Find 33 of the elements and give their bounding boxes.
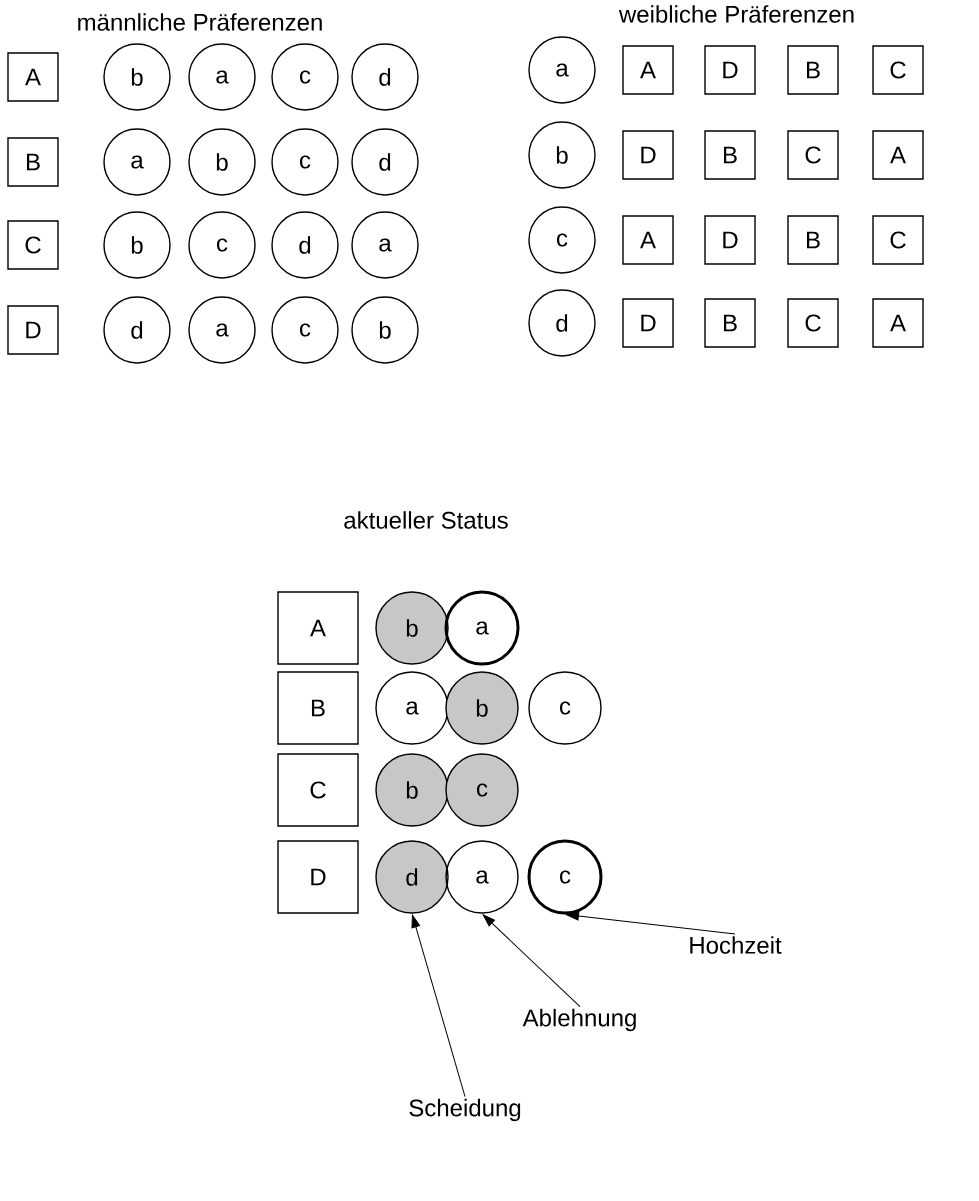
letter-box: B — [704, 130, 756, 180]
heading: weibliche Präferenzen — [618, 5, 854, 23]
callout-label: Ablehnung — [522, 1008, 636, 1032]
leader-line — [411, 914, 466, 1098]
letter-box: C — [872, 45, 924, 95]
letter-box: A — [277, 591, 359, 665]
letter-box: D — [704, 45, 756, 95]
letter-box: B — [277, 671, 359, 745]
letter-box: B — [7, 137, 59, 187]
letter-box: A — [7, 52, 59, 102]
letter-box: A — [622, 215, 674, 265]
letter-box: B — [704, 298, 756, 348]
letter-box: D — [277, 840, 359, 914]
letter-box: A — [622, 45, 674, 95]
callout-label: Scheidung — [409, 1098, 521, 1122]
letter-box: B — [787, 215, 839, 265]
letter-box: A — [872, 298, 924, 348]
letter-box: A — [872, 130, 924, 180]
leader-line — [482, 914, 581, 1008]
heading: männliche Präferenzen — [78, 13, 322, 31]
letter-box: C — [7, 220, 59, 270]
letter-box: D — [7, 305, 59, 355]
letter-box: B — [787, 45, 839, 95]
letter-box: D — [622, 298, 674, 348]
letter-box: C — [277, 753, 359, 827]
letter-box: D — [622, 130, 674, 180]
heading: aktueller Status — [344, 511, 508, 529]
callout-label: Hochzeit — [690, 936, 782, 954]
letter-box: C — [787, 298, 839, 348]
letter-box: C — [787, 130, 839, 180]
letter-box: D — [704, 215, 756, 265]
leader-line — [566, 911, 736, 935]
letter-box: C — [872, 215, 924, 265]
